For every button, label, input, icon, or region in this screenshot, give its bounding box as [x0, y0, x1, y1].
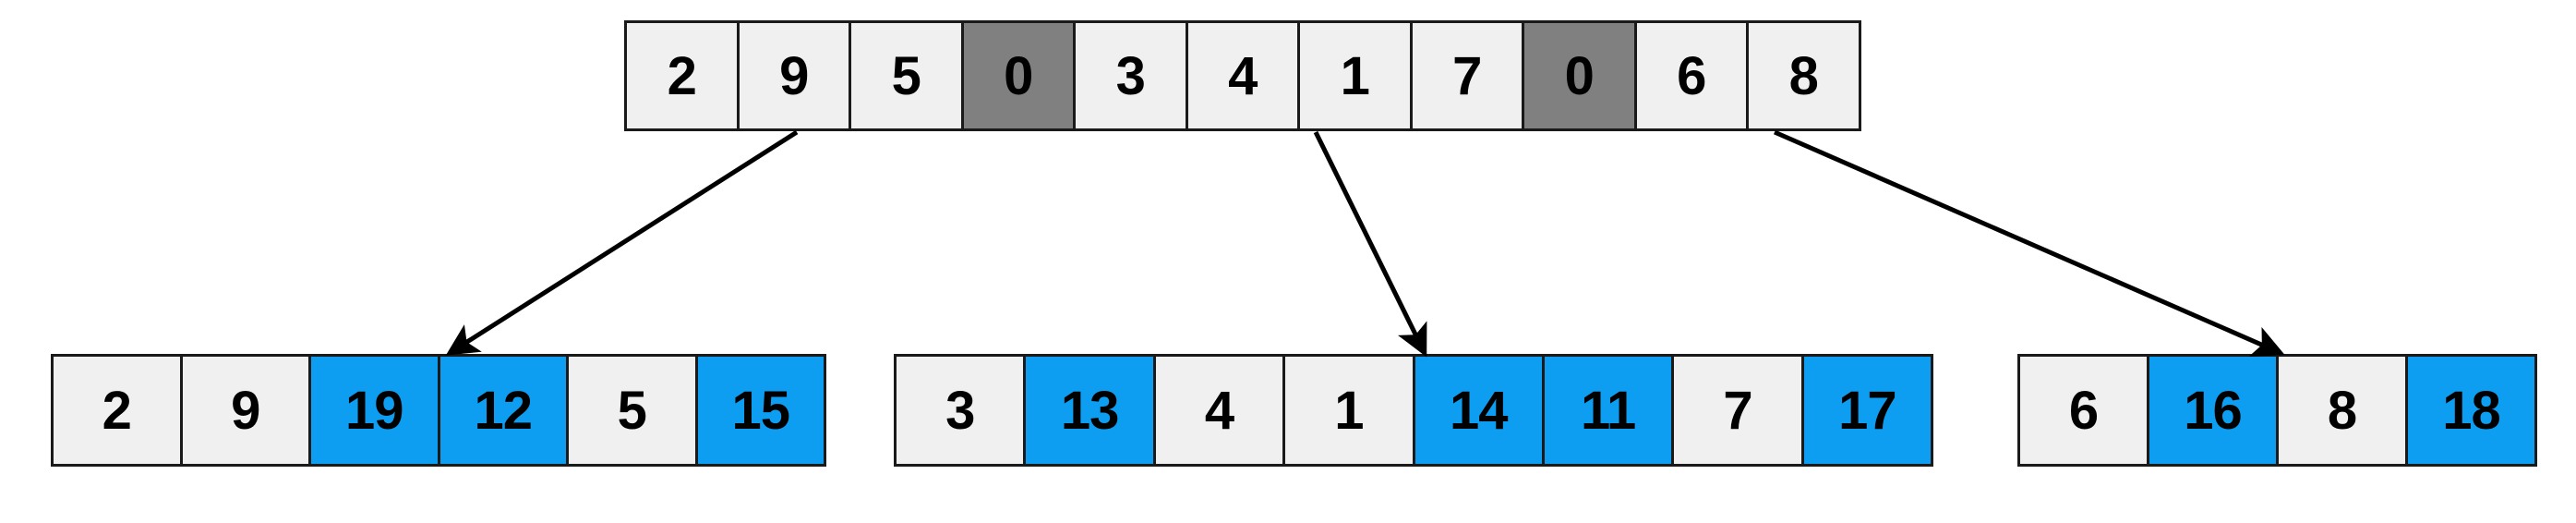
array-cell[interactable]: 15 [694, 354, 826, 467]
array-cell[interactable]: 6 [1633, 20, 1749, 131]
array-cell[interactable]: 1 [1282, 354, 1415, 467]
array-cell[interactable]: 1 [1297, 20, 1413, 131]
array-cell[interactable]: 0 [1522, 20, 1637, 131]
arrow-top-to-bottom-middle [1313, 130, 1427, 358]
array-cell[interactable]: 19 [308, 354, 440, 467]
array-cell[interactable]: 14 [1412, 354, 1545, 467]
array-cell[interactable]: 6 [2017, 354, 2149, 467]
array-cell[interactable]: 5 [849, 20, 964, 131]
array-cell[interactable]: 2 [51, 354, 183, 467]
arrow-top-to-bottom-right [1774, 129, 2285, 358]
array-cell[interactable]: 8 [2276, 354, 2408, 467]
array-cell[interactable]: 5 [566, 354, 698, 467]
array-cell[interactable]: 8 [1746, 20, 1861, 131]
arrow-top-to-bottom-left [445, 129, 799, 356]
array-cell[interactable]: 3 [1073, 20, 1188, 131]
array-cell[interactable]: 18 [2405, 354, 2537, 467]
array-cell[interactable]: 3 [894, 354, 1027, 467]
array-cell[interactable]: 13 [1023, 354, 1156, 467]
array-cell[interactable]: 4 [1152, 354, 1286, 467]
array-cell[interactable]: 2 [624, 20, 740, 131]
array-cell[interactable]: 0 [960, 20, 1076, 131]
arrow-group [445, 129, 2285, 358]
array-cell[interactable]: 4 [1185, 20, 1300, 131]
array-cell[interactable]: 7 [1671, 354, 1804, 467]
array-cell[interactable]: 16 [2147, 354, 2279, 467]
array-cell[interactable]: 17 [1800, 354, 1934, 467]
array-cell[interactable]: 7 [1409, 20, 1524, 131]
array-cell[interactable]: 9 [179, 354, 311, 467]
array-cell[interactable]: 12 [437, 354, 569, 467]
array-cell[interactable]: 11 [1541, 354, 1675, 467]
array-cell[interactable]: 9 [736, 20, 851, 131]
